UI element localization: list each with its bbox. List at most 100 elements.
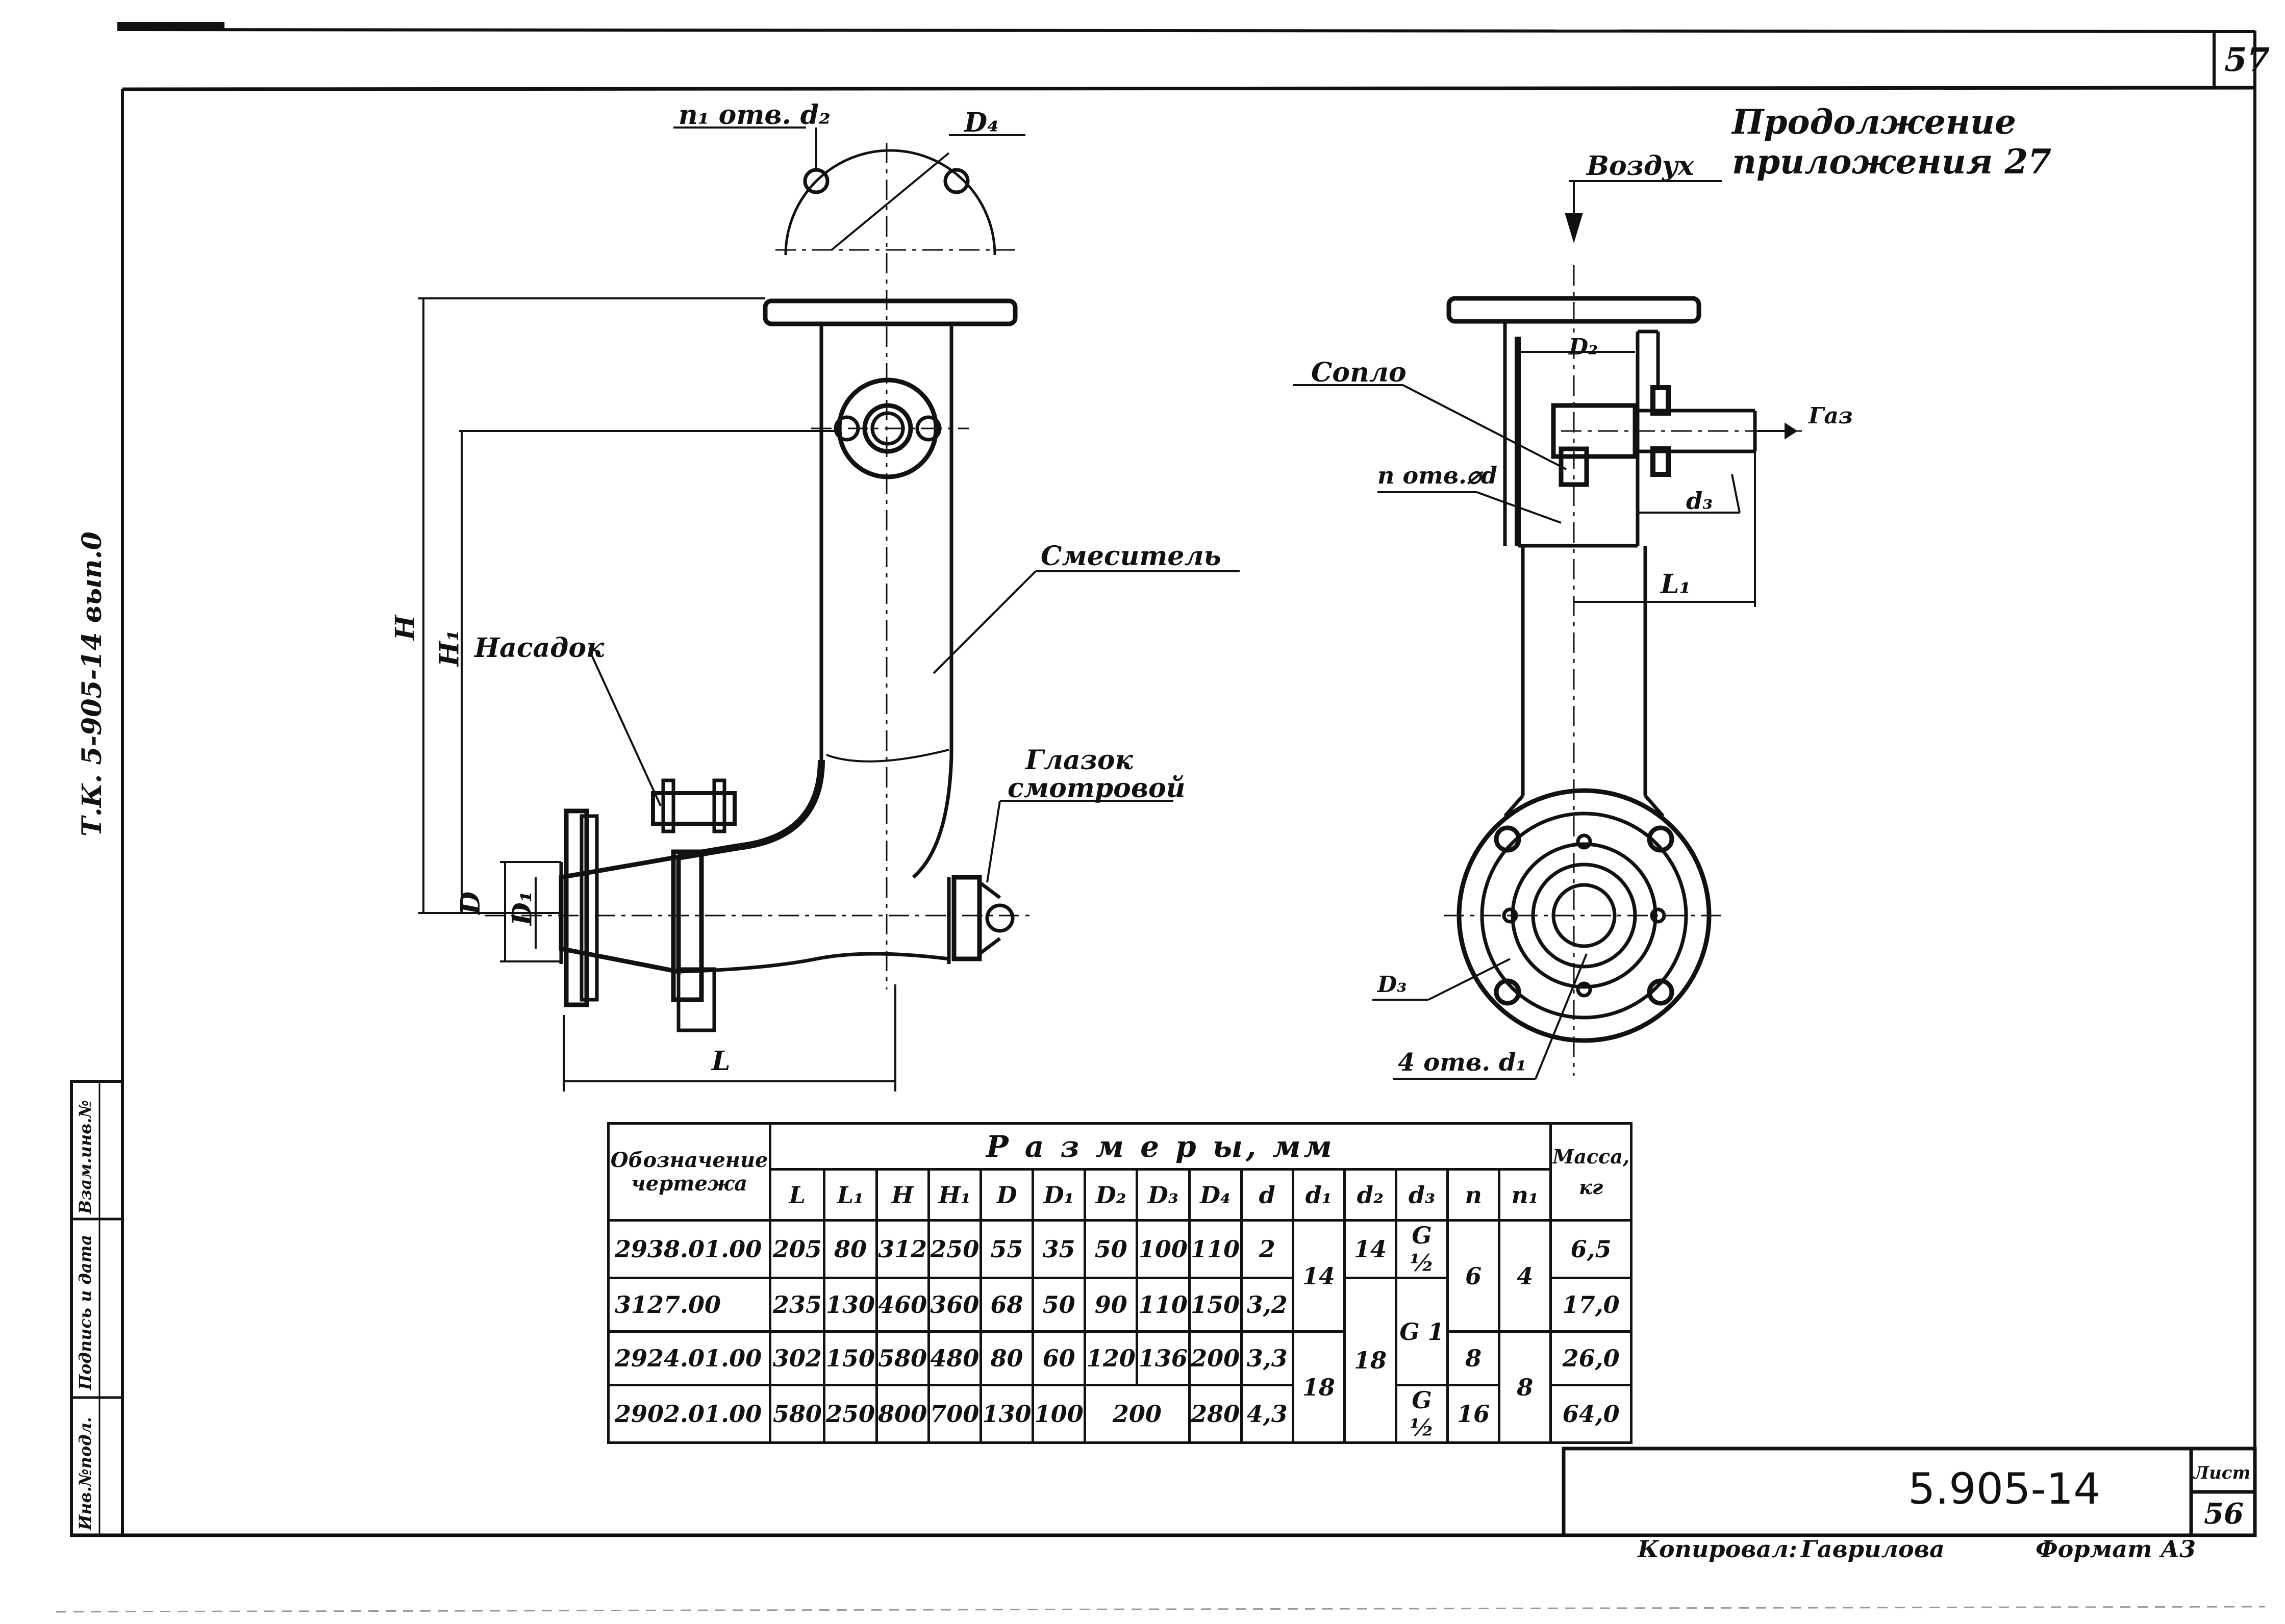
label-n-holes-d: n отв.⌀d (1377, 462, 1497, 489)
cell: 120 (1084, 1330, 1139, 1386)
label-soplo: Сопло (1311, 357, 1407, 388)
cell: 100 (1136, 1219, 1191, 1279)
label-l: L (712, 1046, 731, 1077)
paper-format: Формат А3 (2036, 1535, 2196, 1563)
sheet-label: Лист (2194, 1463, 2251, 1483)
cell: 250 (927, 1219, 982, 1279)
sheet-number: 56 (2204, 1497, 2244, 1531)
header-dimensions: Р а з м е р ы, мм (769, 1122, 1552, 1171)
cell-designation: 3127.00 (607, 1277, 772, 1333)
cell-mass: 64,0 (1549, 1384, 1633, 1444)
col-header: L₁ (823, 1168, 878, 1222)
cell: 136 (1136, 1330, 1191, 1386)
col-header: D (979, 1168, 1035, 1222)
cell-designation: 2902.01.00 (607, 1384, 772, 1444)
col-header: d₁ (1291, 1168, 1346, 1222)
cell: 460 (875, 1277, 930, 1333)
label-four-holes: 4 отв. d₁ (1398, 1048, 1527, 1077)
label-h1: H₁ (434, 629, 465, 667)
cell: 205 (769, 1219, 826, 1279)
label-air: Воздух (1587, 150, 1694, 182)
header-mass-label: Масса, (1552, 1145, 1630, 1168)
cell-merged: 8 (1498, 1330, 1552, 1444)
cell: 150 (1188, 1277, 1243, 1333)
col-header: D₁ (1032, 1168, 1087, 1222)
table-row: 3127.00 235 130 460 360 68 50 90 110 150… (607, 1277, 1633, 1444)
col-header: d₃ (1394, 1168, 1449, 1222)
stamp-inv: Инв.№подл. (76, 1417, 95, 1530)
cell: 302 (769, 1330, 826, 1386)
table-row: 2924.01.00 302 150 580 480 80 60 120 136… (607, 1330, 1633, 1444)
cell: 60 (1032, 1330, 1087, 1386)
sheet-number-top: 57 (2224, 41, 2270, 79)
col-header: H (875, 1168, 930, 1222)
table-row: 2902.01.00 580 250 800 700 130 100 200 2… (607, 1384, 1633, 1444)
header-mass-unit: кг (1579, 1175, 1603, 1199)
cell: 4,3 (1240, 1384, 1294, 1444)
cell: G ½ (1394, 1219, 1449, 1279)
cell-mass: 6,5 (1549, 1219, 1633, 1279)
cell: 580 (769, 1384, 826, 1444)
cell: G ½ (1394, 1384, 1449, 1444)
col-header: D₄ (1188, 1168, 1243, 1222)
cell: 235 (769, 1277, 826, 1333)
label-nozzle: Насадок (474, 632, 605, 664)
cell: 2 (1240, 1219, 1294, 1279)
cell: 110 (1136, 1277, 1191, 1333)
cell: 250 (823, 1384, 878, 1444)
label-h: H (390, 615, 421, 641)
cell: 80 (823, 1219, 878, 1279)
cell: 480 (927, 1330, 982, 1386)
cell: 280 (1188, 1384, 1243, 1444)
label-d-small: D (455, 891, 487, 915)
cell: 700 (927, 1384, 982, 1444)
cell-mass: 26,0 (1549, 1330, 1633, 1386)
cell: 312 (875, 1219, 930, 1279)
header-designation-line2: чертежа (631, 1171, 748, 1196)
stamp-sign: Подпись и дата (76, 1234, 95, 1390)
label-gas: Газ (1809, 403, 1853, 429)
cell-designation: 2924.01.00 (607, 1330, 772, 1386)
copied-label: Копировал: (1638, 1535, 1797, 1563)
label-d3-thread: d₃ (1686, 487, 1713, 515)
cell: 110 (1188, 1219, 1243, 1279)
cell: 80 (979, 1330, 1035, 1386)
stamp-replaced: Взам.инв.№ (76, 1100, 95, 1214)
label-mixer: Смеситель (1041, 541, 1221, 572)
cell: 3,2 (1240, 1277, 1294, 1333)
cell: 130 (979, 1384, 1035, 1444)
margin-designation: Т.К. 5-905-14 вып.0 (77, 531, 108, 836)
copier-name: Гаврилова (1801, 1535, 1945, 1563)
header-designation-line1: Обозначение (610, 1148, 768, 1172)
header-designation: Обозначение чертежа (607, 1122, 772, 1222)
cell: 14 (1343, 1219, 1398, 1279)
cell: 16 (1446, 1384, 1501, 1444)
label-d2: D₂ (1569, 334, 1598, 360)
cell: 800 (875, 1384, 930, 1444)
label-sight-glass-2: смотровой (1008, 773, 1186, 804)
cell: 200 (1188, 1330, 1243, 1386)
cell: 100 (1032, 1384, 1087, 1444)
cell: 90 (1084, 1277, 1139, 1333)
cell-merged: 18 (1291, 1330, 1346, 1444)
table-row: 2938.01.00 205 80 312 250 55 35 50 100 1… (607, 1219, 1633, 1333)
cell: 360 (927, 1277, 982, 1333)
dimension-table: Обозначение чертежа Р а з м е р ы, мм Ма… (607, 1122, 1633, 1444)
col-header: d (1240, 1168, 1294, 1222)
cell: 50 (1084, 1219, 1139, 1279)
cell: 50 (1032, 1277, 1087, 1333)
col-header: D₂ (1084, 1168, 1139, 1222)
cell: 55 (979, 1219, 1035, 1279)
page-title: Продолжение приложения 27 (1732, 102, 2052, 182)
cell-mass: 17,0 (1549, 1277, 1633, 1333)
label-n1-holes: n₁ отв. d₂ (679, 99, 831, 131)
cell-designation: 2938.01.00 (607, 1219, 772, 1279)
cell: 35 (1032, 1219, 1087, 1279)
header-mass: Масса, кг (1549, 1122, 1633, 1222)
col-header: d₂ (1343, 1168, 1398, 1222)
cell-merged: 200 (1084, 1384, 1191, 1444)
label-d1: D₁ (507, 891, 538, 926)
cell-merged: 6 (1446, 1219, 1501, 1333)
label-sight-glass-1: Глазок (1025, 745, 1133, 776)
col-header: n₁ (1498, 1168, 1552, 1222)
